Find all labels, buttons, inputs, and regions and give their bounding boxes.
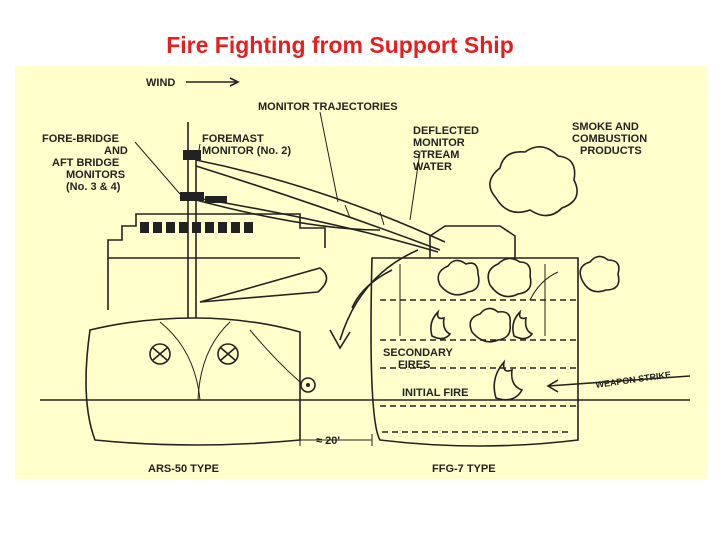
label-secondary-fires: FIRES (398, 359, 430, 371)
label-deflected-water: WATER (413, 161, 452, 173)
label-monitor-trajectories: MONITOR TRAJECTORIES (258, 101, 398, 113)
label-deflected: DEFLECTED (413, 125, 479, 137)
label-ffg7: FFG-7 TYPE (432, 463, 496, 475)
smoke-cloud-icon (487, 257, 532, 298)
leader-line (197, 143, 201, 157)
fire-icon (512, 309, 534, 340)
leader-line (319, 111, 339, 203)
leader-line (409, 151, 421, 221)
distance-marker (299, 434, 373, 446)
label-secondary: SECONDARY (383, 347, 454, 359)
smoke-cloud-icon (469, 307, 512, 343)
label-wind: WIND (146, 77, 175, 89)
page-title: Fire Fighting from Support Ship (166, 32, 514, 58)
label-initial-fire: INITIAL FIRE (402, 387, 468, 399)
label-aft-bridge: AFT BRIDGE (52, 157, 119, 169)
label-and: AND (104, 145, 128, 157)
deflected-stream (329, 249, 419, 350)
reel-icon (300, 377, 316, 393)
label-foremast-monitor: MONITOR (No. 2) (202, 145, 291, 157)
ffg7-ship (370, 225, 579, 447)
label-monitors: MONITORS (66, 169, 125, 181)
label-weapon-strike: WEAPON STRIKE (595, 369, 672, 389)
fire-icon (430, 309, 452, 340)
label-deflected-monitor: MONITOR (413, 137, 465, 149)
fire-icon (493, 359, 524, 401)
label-fore-bridge: FORE-BRIDGE (42, 133, 119, 145)
label-foremast: FOREMAST (202, 133, 264, 145)
anchor-crest-icon (149, 343, 171, 365)
label-deflected-stream: STREAM (413, 149, 459, 161)
smoke-cloud-icon (579, 255, 620, 293)
label-ars50: ARS-50 TYPE (148, 463, 219, 475)
weapon-strike-arrow (546, 375, 691, 393)
leader-line (134, 141, 181, 195)
label-distance: ≈ 20' (316, 435, 340, 447)
smoke-cloud-icon (437, 259, 480, 296)
label-products: PRODUCTS (580, 145, 642, 157)
label-monitor-numbers: (No. 3 & 4) (66, 181, 121, 193)
label-combustion: COMBUSTION (572, 133, 647, 145)
wind-arrow-icon (186, 77, 240, 87)
smoke-cloud-icon (489, 146, 578, 217)
monitor-trajectories (195, 159, 446, 253)
diagram-panel (15, 66, 708, 479)
anchor-crest-icon (217, 343, 239, 365)
label-smoke: SMOKE AND (572, 121, 639, 133)
ars50-ship (85, 122, 328, 446)
smoke-arrow (529, 271, 559, 301)
